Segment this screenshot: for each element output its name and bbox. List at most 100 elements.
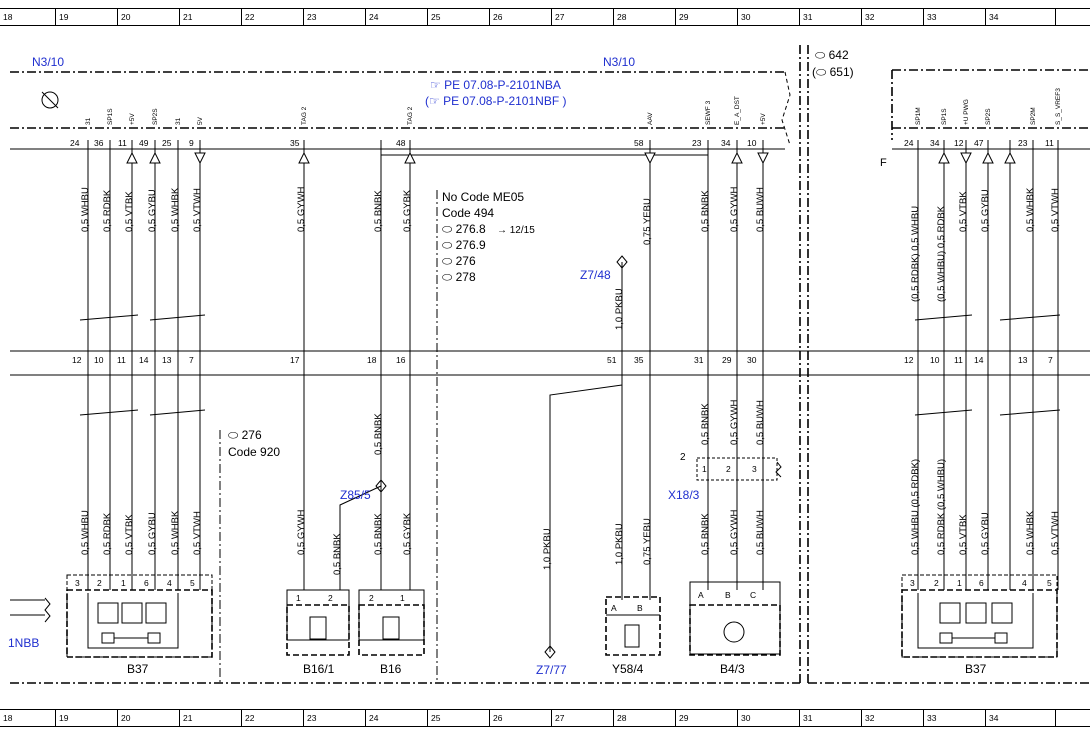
- pin-number: 11: [117, 355, 126, 365]
- wire-label: 0,5 WHBU (0,5 RDBK): [910, 458, 921, 555]
- grid-cell-edge: [1055, 9, 1090, 25]
- engine-icon: ⬭: [816, 65, 827, 79]
- connector-x18-3-label: X18/3: [668, 488, 700, 502]
- grid-cell: 34: [985, 9, 1056, 25]
- component-pin: 5: [1047, 578, 1052, 588]
- wire-label: 0,75 YEBU: [642, 198, 653, 245]
- component-pin: 1: [400, 593, 405, 603]
- engine-icon: ⬭: [228, 428, 239, 442]
- pin-number: 7: [1048, 355, 1053, 365]
- reference-nbf-text: PE 07.08-P-2101NBF: [443, 94, 560, 108]
- component-label-b4-3: B4/3: [720, 662, 745, 676]
- reference-nba: ☞ PE 07.08-P-2101NBA: [430, 78, 561, 92]
- wire-label: 0,5 BNBK: [700, 190, 711, 232]
- connector-pin: 3: [752, 464, 757, 474]
- engine-icon: ⬭: [442, 270, 453, 284]
- wire-label: 0,5 WHBK: [1025, 187, 1036, 232]
- connector-pin: 2: [726, 464, 731, 474]
- grid-cell: 25: [427, 710, 490, 726]
- b37-resistor: [101, 632, 115, 644]
- component-pin: B: [725, 590, 731, 600]
- wire-label: 0,5 GYWH: [729, 509, 740, 555]
- grid-cell: 33: [923, 9, 986, 25]
- component-label-b16: B16: [380, 662, 402, 676]
- signal-label: SP1S: [107, 108, 114, 125]
- grid-cell: 22: [241, 9, 304, 25]
- output-arrow: [194, 152, 206, 165]
- pin-number: 29: [722, 355, 732, 365]
- pin-number: 11: [954, 355, 963, 365]
- pin-number: 23: [1018, 138, 1028, 148]
- grid-cell: 21: [179, 9, 242, 25]
- wire-z85-split: [339, 485, 382, 590]
- pin-number: 24: [904, 138, 914, 148]
- wire-label: 0,5 BNBK: [700, 513, 711, 555]
- wire-label: 0,5 VTBK: [958, 514, 969, 555]
- wire-label: (0,5 WHBU) 0,5 RDBK: [936, 205, 947, 302]
- splice-z7-77: [544, 645, 556, 659]
- connector-x18-num: 2: [680, 452, 686, 463]
- grid-cell: 31: [799, 9, 862, 25]
- grid-cell-edge: [1055, 710, 1090, 726]
- grid-cell: 19: [55, 9, 118, 25]
- input-arrow: [938, 151, 950, 164]
- component-pin: 4: [1022, 578, 1027, 588]
- component-pin: 2: [369, 593, 374, 603]
- component-label-b37-left: B37: [127, 662, 149, 676]
- b37-left-inner: [66, 589, 213, 658]
- engine-icon: ⬭: [442, 238, 453, 252]
- signal-label: E_A_DST: [734, 96, 741, 125]
- signal-label: SP1M: [915, 107, 922, 125]
- b4-3-sensor: [723, 621, 745, 643]
- component-pin: 2: [934, 578, 939, 588]
- signal-label: 5V: [197, 117, 204, 125]
- engine-icon: ⬭: [442, 254, 453, 268]
- frame-left: [10, 45, 801, 684]
- x18-3-break: [775, 461, 782, 478]
- grid-cell: 22: [241, 710, 304, 726]
- wire-label: 0,5 GYWH: [296, 186, 307, 232]
- wire-label: 0,5 VTWH: [1050, 188, 1061, 232]
- wire-label: 0,5 GYWH: [296, 509, 307, 555]
- grid-cell: 23: [303, 9, 366, 25]
- signal-label: TAG 2: [301, 106, 308, 125]
- b37r-resistor: [939, 632, 953, 644]
- wires-b4: [707, 140, 764, 590]
- engine-icon: ⬭: [442, 222, 453, 236]
- b37-left-cut: [10, 597, 51, 623]
- component-pin: 1: [121, 578, 126, 588]
- engine-642-text: 642: [828, 48, 849, 62]
- engine-642: ⬭ 642: [815, 48, 849, 63]
- wire-label: 0,5 GYBU: [980, 189, 991, 232]
- pin-number: 11: [1045, 138, 1054, 148]
- pin-number: 9: [189, 138, 194, 148]
- signal-label: AAV: [647, 112, 654, 125]
- grid-cell: 19: [55, 710, 118, 726]
- grid-cell: 27: [551, 710, 614, 726]
- b37r-internal: [917, 593, 1034, 649]
- grid-cell: 32: [861, 9, 924, 25]
- input-arrow: [298, 151, 310, 164]
- b37r-sensor: [991, 602, 1013, 624]
- module-label-left: N3/10: [32, 55, 65, 69]
- grid-cell: 24: [365, 9, 428, 25]
- b37-sensor: [145, 602, 167, 624]
- wire-label: 0,5 GYBK: [402, 512, 413, 555]
- input-arrow: [404, 151, 416, 164]
- signal-label: 31: [175, 117, 182, 125]
- b16-1-element: [309, 616, 327, 640]
- wire-label: 0,5 GYWH: [729, 186, 740, 232]
- engine-icon: ⬭: [815, 48, 826, 62]
- grid-cell: 34: [985, 710, 1056, 726]
- pin-number: 58: [634, 138, 644, 148]
- pin-number: 30: [747, 355, 757, 365]
- input-arrow: [731, 151, 743, 164]
- wire-label: 0,5 BNBK: [700, 403, 711, 445]
- wire-label: 0,5 VTBK: [124, 514, 135, 555]
- pin-number: 14: [974, 355, 984, 365]
- pin-number: 14: [139, 355, 149, 365]
- pin-number: 48: [396, 138, 406, 148]
- component-pin: 2: [97, 578, 102, 588]
- wire-label-pkbu: 1,0 PKBU: [614, 288, 625, 330]
